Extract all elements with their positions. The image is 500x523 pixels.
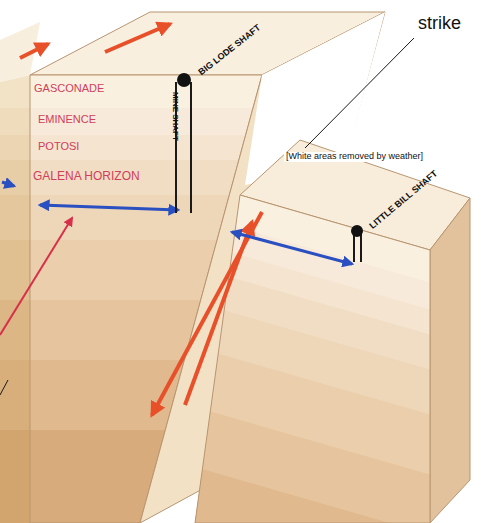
shaft-name: BIG LODE SHAFT (197, 23, 263, 78)
horizon-arrow (2, 182, 14, 186)
leader-line (0, 380, 8, 395)
strike-label: strike (418, 14, 461, 34)
strata-bands (150, 169, 480, 523)
stratum-name: GASCONADE (34, 82, 104, 94)
shaft-wall (190, 82, 192, 213)
stratum-name: POTOSI (38, 140, 79, 152)
shaft-collar (351, 225, 363, 237)
pointer-arrow (0, 218, 72, 335)
far-block-face (0, 75, 30, 523)
shaft-name: LITTLE BILL SHAFT (368, 169, 440, 231)
block-side-face (430, 198, 470, 523)
stratum-name: GALENA HORIZON (33, 170, 140, 183)
shaft-wall (360, 232, 362, 262)
strike-arrow (20, 44, 48, 58)
shaft-name: MINE SHAFT (170, 92, 179, 141)
stratum-name: EMINENCE (38, 113, 96, 125)
note-text: [White areas removed by weather] (284, 152, 425, 162)
horizon-arrow (232, 232, 352, 264)
shaft-collar (177, 73, 191, 87)
leader-line (305, 38, 414, 148)
block-front-outline (195, 195, 430, 523)
fault-motion-arrow (152, 212, 262, 415)
strike-arrow (105, 24, 170, 52)
horizon-arrow (40, 205, 178, 210)
